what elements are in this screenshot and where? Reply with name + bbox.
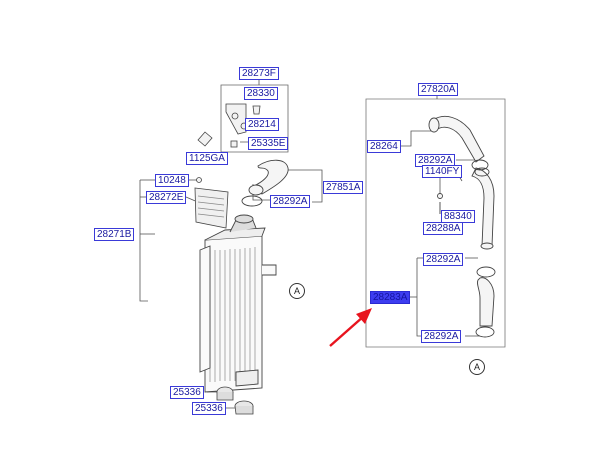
right-hoses	[428, 116, 496, 338]
part-label-27851a[interactable]: 27851A	[323, 181, 364, 194]
bracket-28272e	[194, 187, 229, 229]
part-label-1140fy[interactable]: 1140FY	[422, 165, 463, 178]
part-label-25336-lower[interactable]: 25336	[192, 402, 226, 415]
part-label-28292a[interactable]: 28292A	[270, 195, 311, 208]
part-label-25335e[interactable]: 25335E	[248, 137, 289, 150]
part-label-28330[interactable]: 28330	[244, 87, 278, 100]
part-label-28271b[interactable]: 28271B	[94, 228, 135, 241]
bracket-box	[220, 84, 289, 153]
hose-assembly-box	[365, 98, 506, 348]
part-label-1125ga[interactable]: 1125GA	[186, 152, 228, 165]
small-hose	[241, 159, 289, 207]
rubber-mounts	[216, 386, 254, 415]
part-label-28292a-lower[interactable]: 28292A	[421, 330, 462, 343]
part-label-10248[interactable]: 10248	[155, 174, 189, 187]
intercooler	[199, 214, 277, 393]
part-label-28273f[interactable]: 28273F	[239, 67, 279, 80]
red-arrow	[329, 308, 372, 347]
callout-a-left[interactable]: A	[289, 283, 305, 299]
part-label-28288a[interactable]: 28288A	[423, 222, 464, 235]
part-label-28292a-middle[interactable]: 28292A	[423, 253, 464, 266]
part-label-28214[interactable]: 28214	[245, 118, 279, 131]
part-label-28272e[interactable]: 28272E	[146, 191, 187, 204]
part-label-27820a[interactable]: 27820A	[418, 83, 459, 96]
part-label-25336-upper[interactable]: 25336	[170, 386, 204, 399]
callout-a-bottom[interactable]: A	[469, 359, 485, 375]
part-label-28283a[interactable]: 28283A	[370, 291, 411, 304]
part-label-28264[interactable]: 28264	[367, 140, 401, 153]
bracket-left	[139, 180, 148, 302]
